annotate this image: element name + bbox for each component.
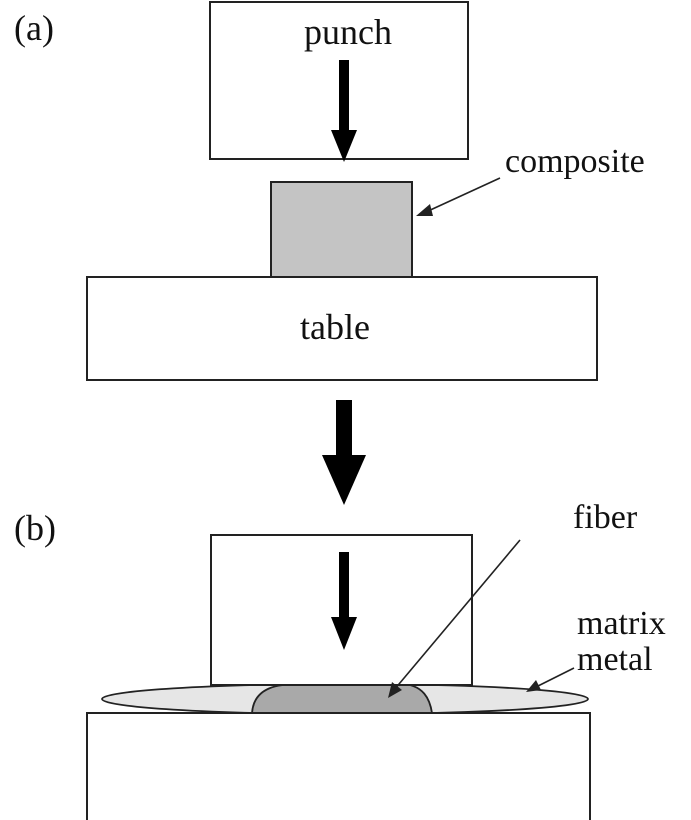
panel-a-tag: (a)	[14, 8, 54, 48]
fiber-label: fiber	[573, 499, 638, 536]
table-block	[86, 276, 598, 381]
table-label: table	[300, 307, 370, 347]
fiber-region	[251, 683, 434, 714]
composite-label: composite	[505, 143, 645, 180]
matrix-label-line2: metal	[577, 641, 653, 678]
matrix-label-line1: matrix	[577, 605, 666, 642]
punch-arrow-a	[331, 60, 357, 162]
transition-arrow	[322, 400, 366, 505]
punch-label: punch	[304, 12, 392, 52]
composite-leader	[416, 177, 501, 216]
panel-b-tag: (b)	[14, 508, 56, 548]
composite-specimen	[270, 181, 413, 278]
table-block-b	[86, 712, 591, 820]
punch-arrow-b	[331, 552, 357, 650]
fiber-leader	[388, 539, 521, 698]
panel-b: (b) fiber	[14, 499, 666, 820]
panel-a: (a) punch composite table	[14, 1, 645, 381]
matrix-leader	[526, 667, 575, 692]
